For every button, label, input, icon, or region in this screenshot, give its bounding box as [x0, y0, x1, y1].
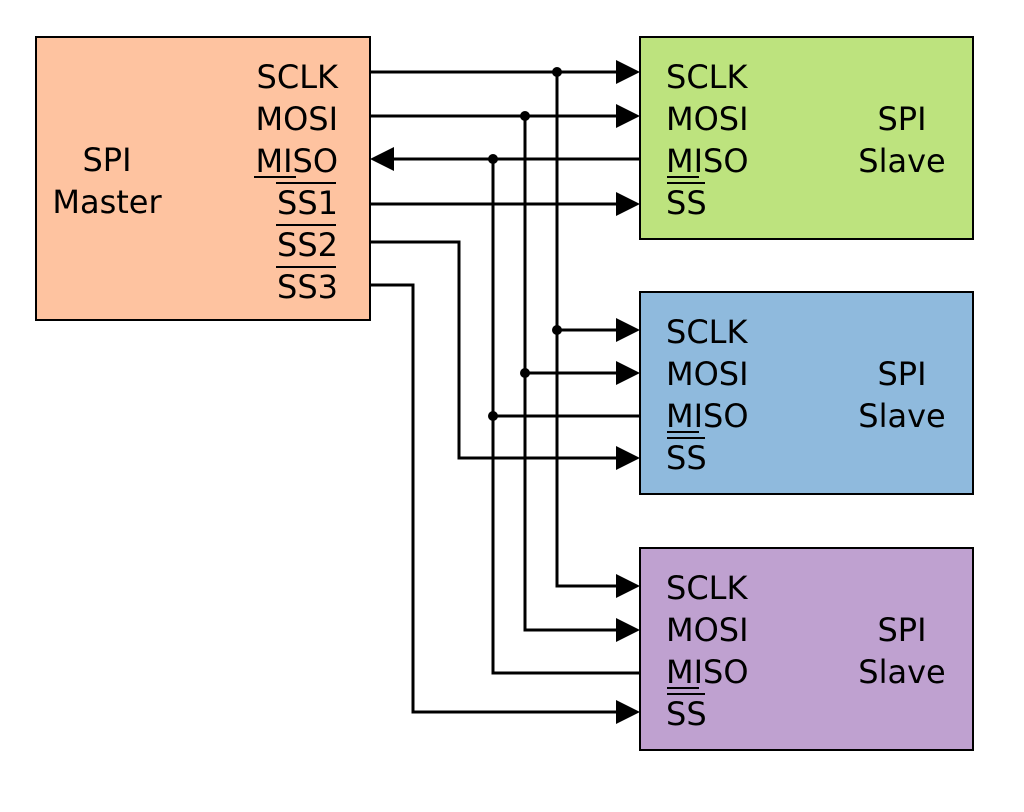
arrow-ss-slave-1: [616, 192, 640, 216]
slave-2-title-line2: Slave: [858, 397, 945, 435]
slave-2-pin-ss: SS: [666, 439, 707, 477]
sclk-bus-vertical: [555, 72, 618, 588]
master-pin-ss1: SS1: [277, 184, 338, 222]
slave-1-pin-miso: MISO: [666, 142, 749, 180]
spi-master: SPI Master SCLK MOSI MISO SS1 SS2 SS3: [35, 36, 371, 321]
junction-miso-top: [488, 154, 498, 164]
slave-1-title-line1: SPI: [877, 100, 926, 138]
slave-1-title-line2: Slave: [858, 142, 945, 180]
junction-sclk-top: [552, 67, 562, 77]
junction-sclk-mid: [552, 325, 562, 335]
spi-slave-2: SCLK MOSI MISO SS SPI Slave: [639, 291, 974, 495]
slave-3-pin-miso: MISO: [666, 653, 749, 691]
slave-3-pin-ss: SS: [666, 695, 707, 733]
junction-miso-mid: [488, 411, 498, 421]
slave-2-title-line1: SPI: [877, 355, 926, 393]
arrow-mosi-slave-1: [616, 104, 640, 128]
arrow-sclk-slave-1: [616, 60, 640, 84]
slave-2-pin-mosi: MOSI: [666, 355, 749, 393]
spi-slave-3: SCLK MOSI MISO SS SPI Slave: [639, 547, 974, 751]
junction-mosi-mid: [520, 368, 530, 378]
slave-2-box: [639, 291, 974, 495]
arrow-sclk-slave-2: [616, 318, 640, 342]
bus-wires: [370, 70, 640, 714]
master-pin-ss3: SS3: [277, 268, 338, 306]
mosi-bus-vertical: [523, 116, 618, 632]
slave-3-pin-sclk: SCLK: [666, 569, 748, 607]
slave-3-title-line1: SPI: [877, 611, 926, 649]
slave-1-pin-ss: SS: [666, 184, 707, 222]
master-box: [35, 36, 371, 321]
slave-3-box: [639, 547, 974, 751]
arrow-mosi-slave-3: [616, 618, 640, 642]
slave-3-title-line2: Slave: [858, 653, 945, 691]
arrow-sclk-slave-3: [616, 574, 640, 598]
master-pin-miso: MISO: [255, 142, 338, 180]
arrow-ss-slave-3: [616, 700, 640, 724]
master-title-line2: Master: [52, 183, 162, 221]
master-pin-ss2: SS2: [277, 226, 338, 264]
slave-2-pin-miso: MISO: [666, 397, 749, 435]
arrow-ss-slave-2: [616, 446, 640, 470]
ss2-wire: [370, 240, 618, 460]
slave-1-pin-mosi: MOSI: [666, 100, 749, 138]
arrowheads: [370, 60, 640, 724]
arrow-mosi-slave-2: [616, 361, 640, 385]
master-title-line1: SPI: [82, 141, 131, 179]
spi-slave-1: SCLK MOSI MISO SS SPI Slave: [639, 36, 974, 240]
slave-3-pin-mosi: MOSI: [666, 611, 749, 649]
ss3-wire: [370, 283, 618, 714]
miso-bus-vertical: [491, 159, 640, 675]
slave-1-pin-sclk: SCLK: [666, 58, 748, 96]
arrow-miso-master: [370, 147, 394, 171]
master-pin-mosi: MOSI: [255, 100, 338, 138]
junction-dots: [488, 67, 562, 421]
master-pin-sclk: SCLK: [257, 58, 339, 96]
slave-2-pin-sclk: SCLK: [666, 313, 748, 351]
junction-mosi-top: [520, 111, 530, 121]
slave-1-box: [639, 36, 974, 240]
